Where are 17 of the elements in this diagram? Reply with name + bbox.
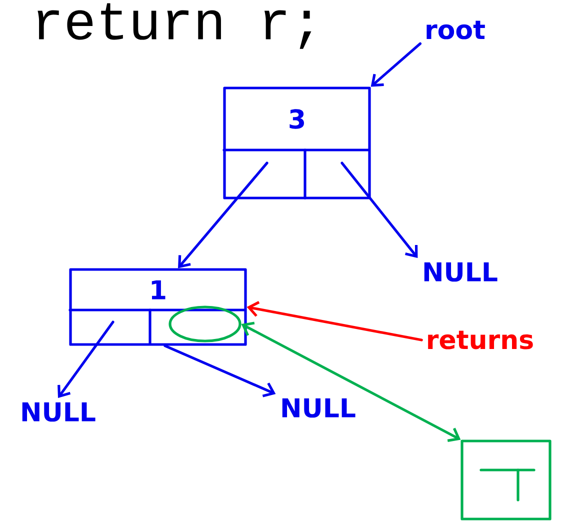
arrow bbox=[178, 162, 268, 268]
circle bbox=[168, 306, 242, 342]
label-text: NULL bbox=[282, 398, 356, 418]
arrow bbox=[370, 42, 422, 87]
label-text: returns bbox=[428, 330, 533, 350]
arrow bbox=[58, 320, 114, 398]
label-text: NULL bbox=[22, 402, 96, 422]
box bbox=[460, 440, 552, 520]
label-text: NULL bbox=[424, 262, 498, 282]
arrow bbox=[241, 322, 461, 442]
code-text: return r; bbox=[38, 3, 312, 49]
label-text: root bbox=[426, 20, 485, 40]
record-box: 1 bbox=[68, 268, 247, 346]
arrow bbox=[246, 301, 423, 342]
record-box: 3 bbox=[222, 86, 371, 200]
arrow bbox=[340, 162, 418, 258]
arrow bbox=[164, 344, 276, 398]
